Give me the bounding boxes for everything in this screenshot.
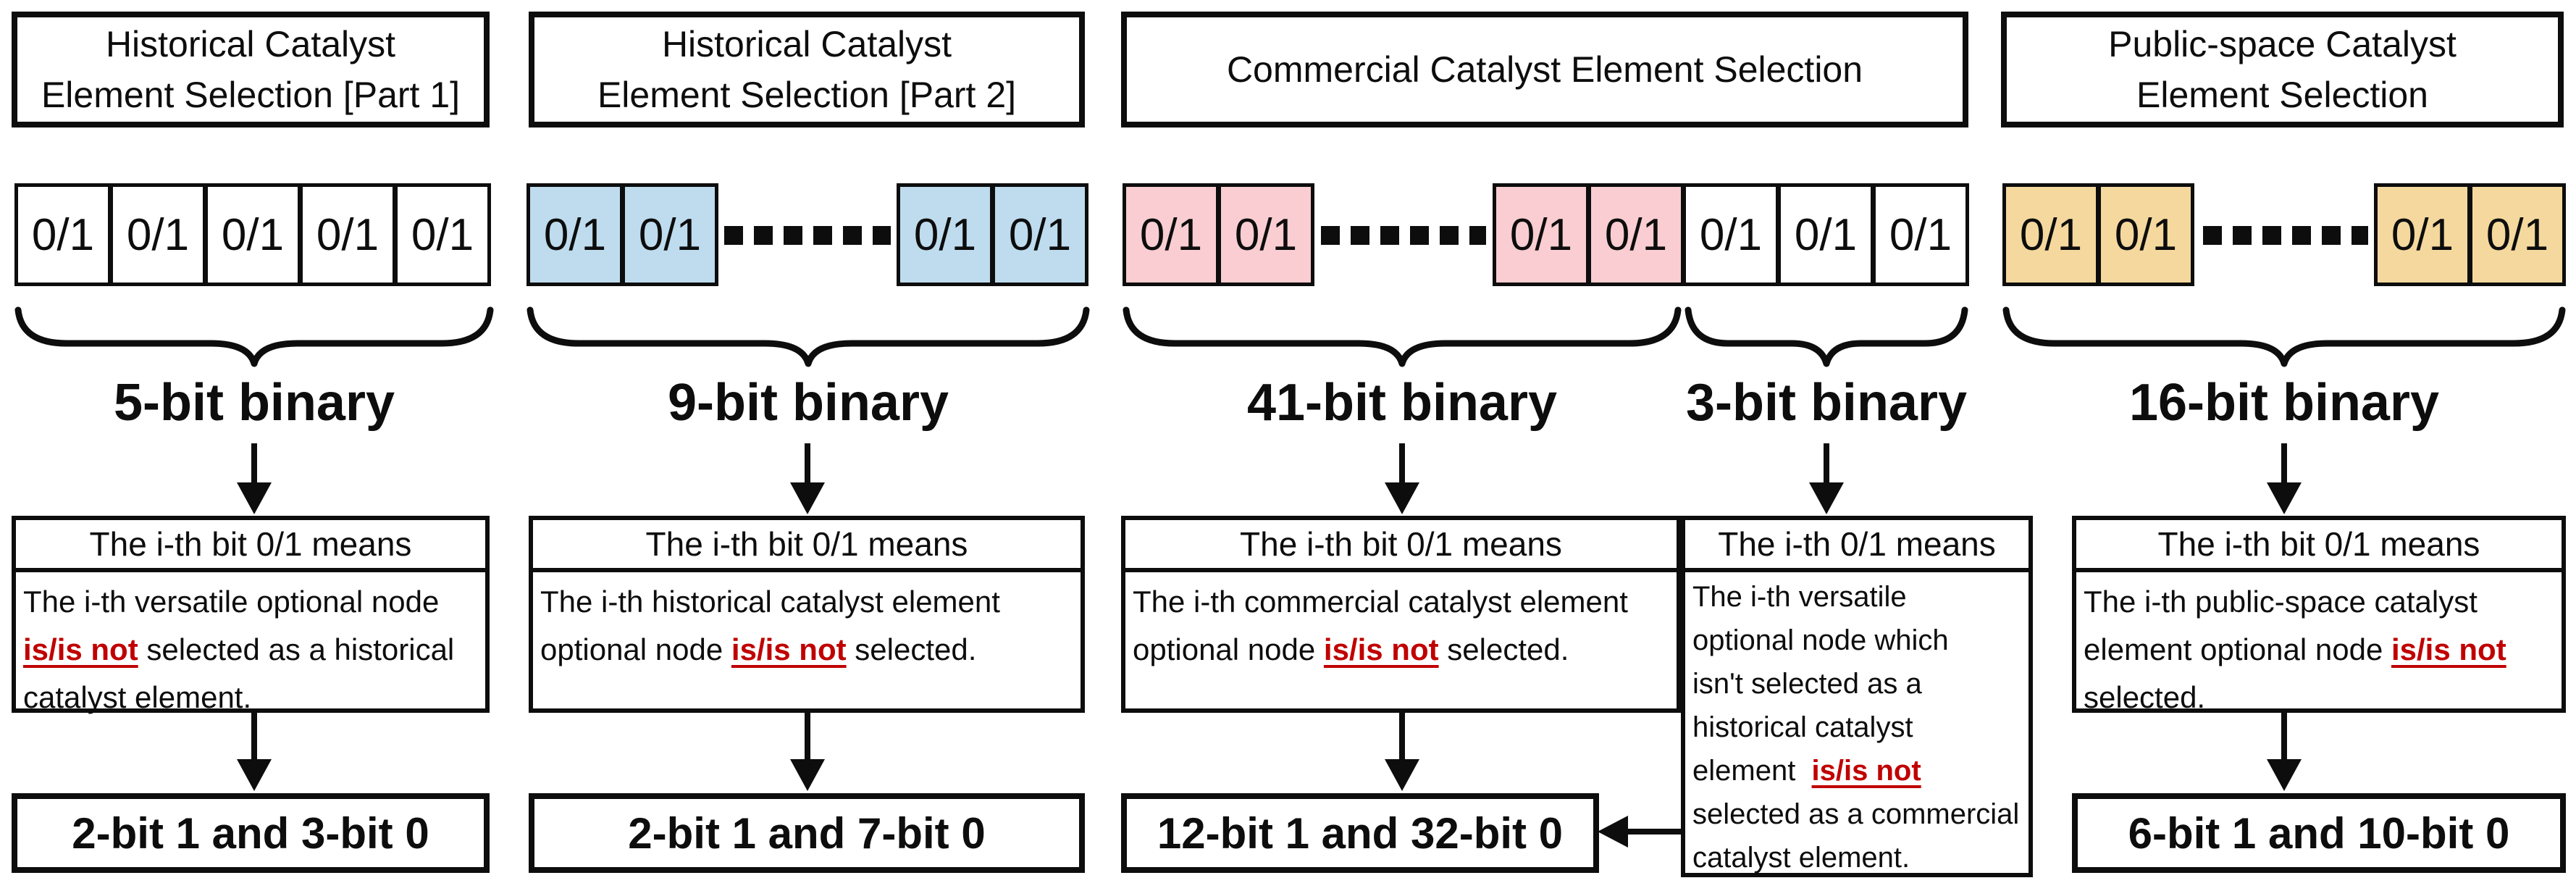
bit-cell: 0/1 — [1496, 187, 1586, 283]
underbrace-5bit — [14, 306, 494, 367]
bit-cell: 0/1 — [1586, 187, 1681, 283]
bit-cell-group-commercial-right: 0/1 0/1 0/1 0/1 0/1 — [1493, 183, 1969, 286]
meaning-box-header: The i-th bit 0/1 means — [533, 520, 1081, 572]
arrow-down-icon — [790, 482, 825, 514]
meaning-box-header: The i-th bit 0/1 means — [1125, 520, 1677, 572]
meaning-box-body: The i-th commercial catalyst element opt… — [1133, 585, 1628, 666]
bit-cell-group-historical1: 0/1 0/1 0/1 0/1 0/1 — [14, 183, 491, 286]
arrow-line — [251, 443, 257, 485]
bit-cell: 0/1 — [900, 187, 990, 283]
arrow-down-icon — [237, 759, 272, 791]
bit-cell: 0/1 — [203, 187, 298, 283]
bit-count-label: 16-bit binary — [2128, 374, 2440, 432]
arrow-line — [1399, 443, 1405, 485]
meaning-box-historical2: The i-th bit 0/1 means The i-th historic… — [529, 516, 1085, 713]
arrow-line — [2281, 443, 2287, 485]
bit-cell: 0/1 — [1871, 187, 1965, 283]
bit-count-label: 41-bit binary — [1246, 374, 1558, 432]
arrow-line — [2281, 713, 2287, 761]
underbrace-3bit — [1685, 306, 1968, 367]
bit-cell-group-public-left: 0/1 0/1 — [2002, 183, 2194, 286]
bit-cell: 0/1 — [108, 187, 203, 283]
arrow-down-icon — [2267, 482, 2302, 514]
bit-cell: 0/1 — [2006, 187, 2096, 283]
arrow-line — [1625, 829, 1682, 834]
meaning-box-public: The i-th bit 0/1 means The i-th public-s… — [2072, 516, 2566, 714]
bit-cell: 0/1 — [2378, 187, 2467, 283]
result-commercial: 12-bit 1 and 32-bit 0 — [1121, 793, 1599, 873]
meaning-box-commercial: The i-th bit 0/1 means The i-th commerci… — [1121, 516, 1681, 713]
arrow-left-icon — [1598, 816, 1628, 848]
underbrace-9bit — [526, 306, 1090, 367]
bit-cell: 0/1 — [1126, 187, 1216, 283]
meaning-box-header: The i-th bit 0/1 means — [2076, 520, 2562, 572]
arrow-down-icon — [790, 759, 825, 791]
bit-cell: 0/1 — [1681, 187, 1776, 283]
bit-cell: 0/1 — [2467, 187, 2562, 283]
underbrace-16bit — [2002, 306, 2566, 367]
arrow-line — [1399, 713, 1405, 761]
bit-count-label: 5-bit binary — [113, 374, 395, 432]
arrow-down-icon — [1385, 482, 1419, 514]
arrow-line — [805, 713, 810, 761]
arrow-down-icon — [1809, 482, 1844, 514]
arrow-down-icon — [1385, 759, 1419, 791]
ellipsis-dashes — [1321, 226, 1486, 245]
meaning-box-body: The i-th historical catalyst element opt… — [540, 585, 1000, 666]
bit-cell-group-historical2-left: 0/1 0/1 — [526, 183, 718, 286]
bit-cell: 0/1 — [18, 187, 108, 283]
meaning-box-body: The i-th versatile optional node which i… — [1692, 581, 2020, 874]
meaning-box-header: The i-th 0/1 means — [1685, 520, 2029, 572]
arrow-line — [1824, 443, 1829, 485]
result-public: 6-bit 1 and 10-bit 0 — [2072, 793, 2566, 873]
meaning-box-header: The i-th bit 0/1 means — [16, 520, 485, 572]
bit-cell: 0/1 — [2096, 187, 2191, 283]
bit-count-label: 9-bit binary — [667, 374, 949, 432]
meaning-box-historical1: The i-th bit 0/1 means The i-th versatil… — [12, 516, 490, 714]
arrow-line — [805, 443, 810, 485]
bit-cell: 0/1 — [1776, 187, 1871, 283]
ellipsis-dashes — [724, 226, 891, 245]
bit-cell-group-public-right: 0/1 0/1 — [2374, 183, 2566, 286]
bit-cell: 0/1 — [620, 187, 715, 283]
meaning-box-body: The i-th public-space catalyst element o… — [2084, 585, 2506, 714]
ellipsis-dashes — [2203, 226, 2368, 245]
bit-cell-group-historical2-right: 0/1 0/1 — [897, 183, 1088, 286]
meaning-box-body: The i-th versatile optional node is/is n… — [23, 585, 455, 714]
bit-cell: 0/1 — [393, 187, 487, 283]
underbrace-41bit — [1123, 306, 1682, 367]
bit-cell: 0/1 — [298, 187, 393, 283]
title-historical-part2: Historical Catalyst Element Selection [P… — [529, 12, 1085, 127]
meaning-box-versatile-leftover: The i-th 0/1 means The i-th versatile op… — [1681, 516, 2033, 877]
result-historical2: 2-bit 1 and 7-bit 0 — [529, 793, 1085, 873]
bit-cell: 0/1 — [990, 187, 1085, 283]
title-public-space: Public-space Catalyst Element Selection — [2001, 12, 2564, 127]
result-historical1: 2-bit 1 and 3-bit 0 — [12, 793, 490, 873]
bit-cell: 0/1 — [1216, 187, 1311, 283]
bit-count-label: 3-bit binary — [1685, 374, 1968, 432]
arrow-down-icon — [237, 482, 272, 514]
bit-cell: 0/1 — [530, 187, 620, 283]
arrow-down-icon — [2267, 759, 2302, 791]
arrow-line — [251, 713, 257, 761]
title-historical-part1: Historical Catalyst Element Selection [P… — [12, 12, 490, 127]
title-commercial: Commercial Catalyst Element Selection — [1121, 12, 1968, 127]
bit-cell-group-commercial-left: 0/1 0/1 — [1123, 183, 1314, 286]
